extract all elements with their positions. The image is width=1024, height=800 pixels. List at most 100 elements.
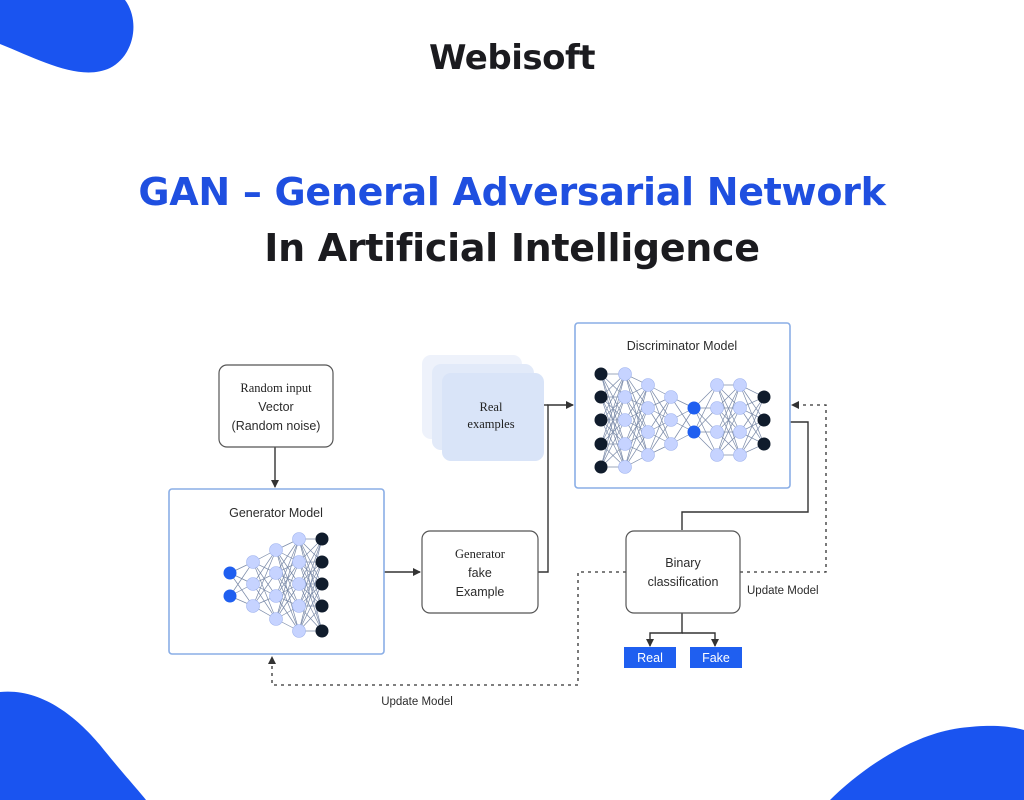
- generator-node: [315, 532, 329, 546]
- discriminator-edge: [624, 407, 649, 468]
- output-real-label: Real: [637, 651, 663, 665]
- discriminator-edge: [693, 407, 718, 456]
- generator-edge: [252, 583, 277, 620]
- discriminator-edge: [739, 419, 765, 456]
- generator-node: [269, 566, 283, 580]
- discriminator-edge: [600, 373, 626, 468]
- generator-edge: [275, 538, 300, 574]
- generator-edge: [298, 583, 323, 632]
- discriminator-node: [618, 413, 632, 427]
- blob-bottom-right: [830, 725, 1024, 800]
- discriminator-node: [757, 413, 771, 427]
- discriminator-node: [710, 448, 724, 462]
- generator-model-label: Generator Model: [229, 506, 323, 520]
- generator-fake-box: Generator fake Example: [421, 530, 539, 614]
- discriminator-edge: [647, 396, 672, 433]
- discriminator-node: [733, 378, 747, 392]
- generator-node: [292, 624, 306, 638]
- arrow-fake-to-discriminator: [538, 401, 574, 573]
- discriminator-edge: [739, 396, 765, 456]
- generator-node: [292, 577, 306, 591]
- discriminator-edge: [600, 419, 626, 468]
- update-model-bottom-label: Update Model: [381, 696, 453, 708]
- discriminator-edge: [600, 373, 626, 421]
- generator-node: [315, 555, 329, 569]
- discriminator-node: [618, 460, 632, 474]
- discriminator-node: [618, 390, 632, 404]
- binary-line1: Binary: [665, 556, 701, 570]
- blob-top-left: [0, 0, 134, 73]
- discriminator-node: [641, 378, 655, 392]
- generator-model-box: Generator Model: [168, 488, 385, 655]
- discriminator-node: [710, 425, 724, 439]
- real-examples-stack: Real examples: [422, 355, 544, 461]
- fake-example-line2: fake: [468, 566, 492, 580]
- generator-edge: [252, 561, 277, 597]
- line-discriminator-to-binary: [681, 421, 809, 530]
- discriminator-edge: [647, 396, 672, 456]
- discriminator-node: [710, 378, 724, 392]
- discriminator-edge: [739, 396, 765, 433]
- discriminator-edge: [670, 407, 695, 445]
- random-input-box: Random input Vector (Random noise): [218, 364, 334, 448]
- discriminator-node: [687, 425, 701, 439]
- generator-edge: [252, 549, 277, 585]
- generator-edge: [275, 538, 300, 597]
- generator-edge: [275, 583, 300, 620]
- discriminator-edge: [716, 407, 741, 456]
- generator-node: [292, 532, 306, 546]
- generator-node: [292, 599, 306, 613]
- generator-edge: [298, 538, 323, 607]
- page-title: GAN – General Adversarial Network: [138, 170, 886, 214]
- discriminator-node: [664, 437, 678, 451]
- discriminator-node: [594, 437, 608, 451]
- discriminator-node: [594, 367, 608, 381]
- fake-example-line1: Generator: [455, 547, 506, 561]
- discriminator-network: [594, 367, 771, 474]
- discriminator-node: [733, 448, 747, 462]
- discriminator-node: [757, 437, 771, 451]
- discriminator-node: [618, 437, 632, 451]
- discriminator-node: [641, 425, 655, 439]
- discriminator-node: [641, 448, 655, 462]
- discriminator-edge: [693, 384, 718, 433]
- generator-node: [246, 577, 260, 591]
- output-fake: Fake: [690, 647, 742, 668]
- line-binary-to-fake: [682, 632, 719, 647]
- discriminator-edge: [600, 396, 626, 468]
- generator-node: [292, 555, 306, 569]
- generator-node: [315, 577, 329, 591]
- page-subtitle: In Artificial Intelligence: [264, 226, 760, 270]
- generator-node: [315, 624, 329, 638]
- generator-node: [223, 566, 237, 580]
- discriminator-model-label: Discriminator Model: [627, 339, 737, 353]
- random-input-line3: (Random noise): [232, 419, 321, 433]
- discriminator-node: [687, 401, 701, 415]
- connectors: [271, 401, 809, 647]
- discriminator-node: [594, 460, 608, 474]
- generator-node: [246, 555, 260, 569]
- discriminator-node: [733, 401, 747, 415]
- line-binary-to-outputs: [646, 613, 683, 647]
- dashed-update-discriminator: [740, 401, 827, 573]
- generator-node: [223, 589, 237, 603]
- discriminator-edge: [624, 384, 649, 445]
- discriminator-model-box: Discriminator Model: [574, 322, 791, 489]
- discriminator-edge: [624, 384, 649, 421]
- discriminator-node: [594, 413, 608, 427]
- discriminator-edge: [624, 384, 649, 468]
- discriminator-edge: [647, 419, 672, 456]
- generator-node: [269, 543, 283, 557]
- generator-node: [246, 599, 260, 613]
- real-examples-line2: examples: [467, 417, 514, 431]
- output-real: Real: [624, 647, 676, 668]
- generator-node: [269, 612, 283, 626]
- binary-classification-box: Binary classification: [625, 530, 741, 614]
- discriminator-edge: [716, 384, 741, 456]
- discriminator-edge: [600, 373, 626, 445]
- output-fake-label: Fake: [702, 651, 730, 665]
- generator-node: [269, 589, 283, 603]
- discriminator-node: [710, 401, 724, 415]
